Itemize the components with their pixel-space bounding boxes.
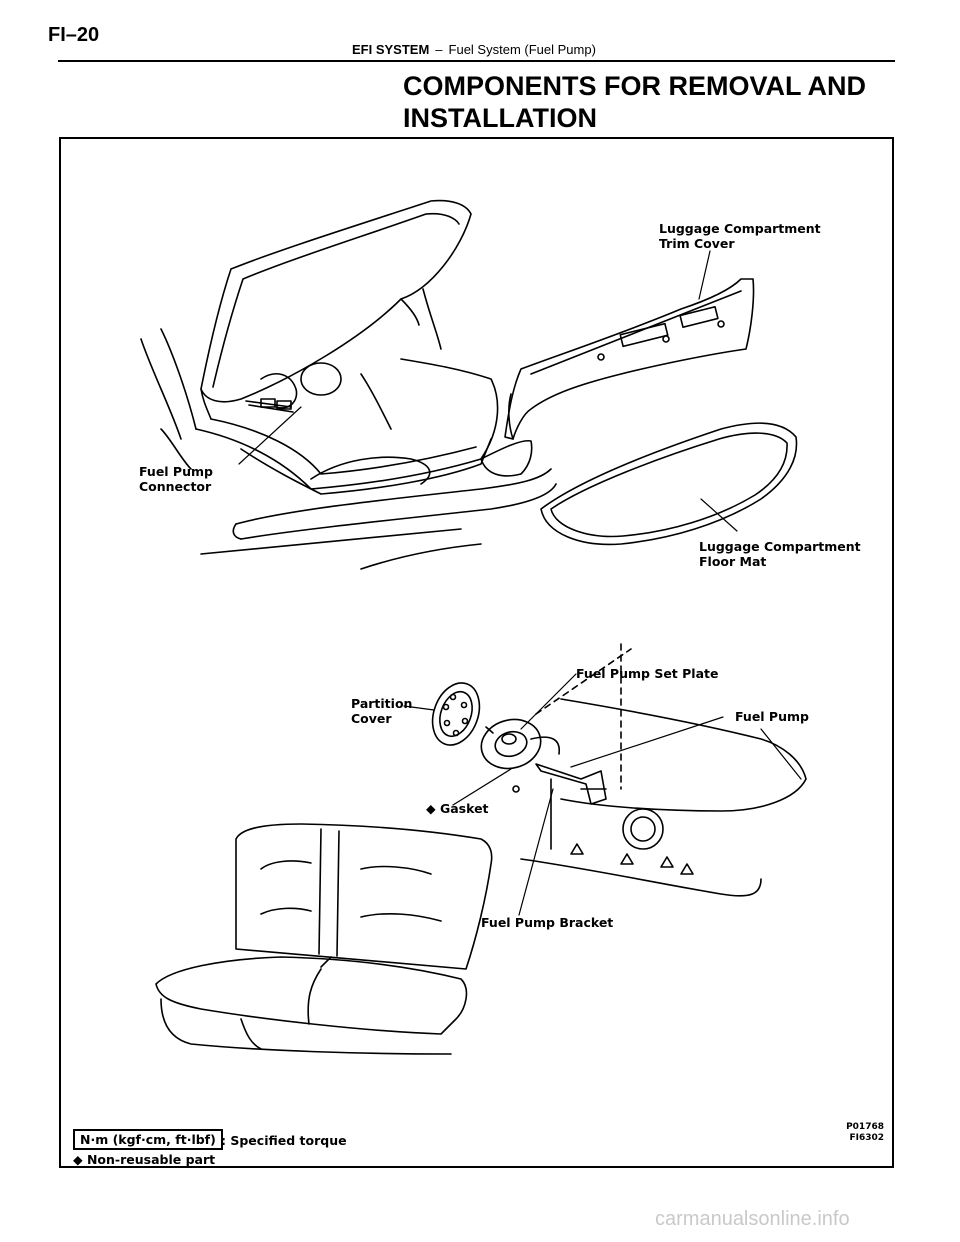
- page-title: COMPONENTS FOR REMOVAL AND INSTALLATION: [403, 70, 883, 134]
- label-set-plate: Fuel Pump Set Plate: [576, 666, 719, 681]
- running-head: EFI SYSTEM–Fuel System (Fuel Pump): [352, 42, 596, 57]
- watermark: carmanualsonline.info: [655, 1208, 850, 1230]
- floor-mat-drawing: [540, 422, 798, 546]
- torque-legend-box: N·m (kgf·cm, ft·lbf): [73, 1129, 223, 1150]
- label-connector-line-1: Fuel Pump: [139, 464, 213, 479]
- label-gasket: ◆ Gasket: [426, 801, 489, 816]
- label-partition-line-1: Partition: [351, 696, 413, 711]
- label-floor-mat: Luggage Compartment Floor Mat: [699, 539, 861, 569]
- separator: –: [435, 42, 443, 57]
- rear-seat-drawing: [155, 823, 493, 1055]
- trim-cover-drawing: [504, 278, 755, 440]
- label-trim-cover-line-2: Trim Cover: [659, 236, 735, 251]
- title-line-2: INSTALLATION: [403, 103, 597, 133]
- non-reusable-legend: ◆ Non-reusable part: [73, 1152, 216, 1167]
- label-fuel-pump-bracket: Fuel Pump Bracket: [481, 915, 614, 930]
- figure-code: P01768 FI6302: [846, 1122, 884, 1144]
- figure-code-1: P01768: [846, 1122, 884, 1132]
- label-trim-cover-line-1: Luggage Compartment: [659, 221, 821, 236]
- label-connector-line-2: Connector: [139, 479, 212, 494]
- label-floor-mat-line-1: Luggage Compartment: [699, 539, 861, 554]
- label-floor-mat-line-2: Floor Mat: [699, 554, 767, 569]
- label-fuel-pump: Fuel Pump: [735, 709, 809, 724]
- label-partition-cover: Partition Cover: [351, 696, 412, 726]
- page-number: FI–20: [48, 24, 100, 46]
- label-partition-line-2: Cover: [351, 711, 392, 726]
- fuel-pump-drawing: [480, 643, 807, 897]
- figure-frame: Luggage Compartment Trim Cover Fuel Pump…: [59, 137, 894, 1168]
- label-trim-cover: Luggage Compartment Trim Cover: [659, 221, 821, 251]
- subsection-name: Fuel System (Fuel Pump): [448, 42, 596, 57]
- exploded-view-illustration: [140, 199, 807, 1055]
- car-trunk-drawing: [140, 199, 557, 570]
- torque-legend-text: : Specified torque: [221, 1133, 347, 1148]
- header-rule: [58, 60, 895, 62]
- label-fuel-pump-connector: Fuel Pump Connector: [139, 464, 213, 494]
- section-name: EFI SYSTEM: [352, 42, 430, 57]
- figure-code-2: FI6302: [849, 1133, 884, 1143]
- title-line-1: COMPONENTS FOR REMOVAL AND: [403, 71, 867, 101]
- leader-lines: [238, 250, 802, 916]
